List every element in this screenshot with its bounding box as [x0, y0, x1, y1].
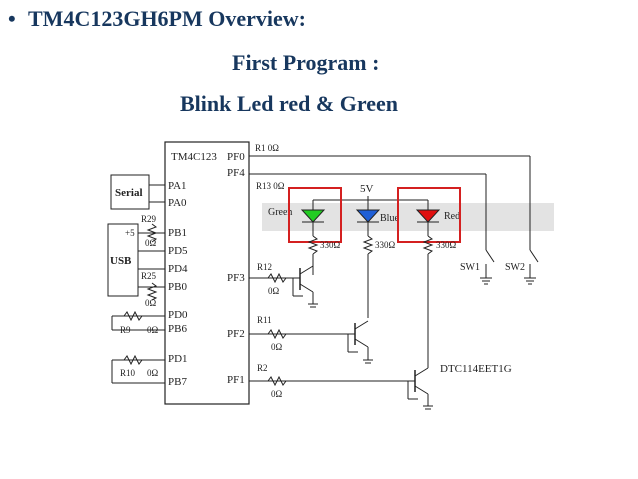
r11-label: R11 [257, 315, 272, 325]
transistor-q2 [347, 320, 373, 364]
sw2-switch [524, 249, 539, 285]
r9-value: 0Ω [147, 325, 159, 335]
transistor-q1 [292, 265, 318, 308]
transistor-part-label: DTC114EET1G [440, 363, 512, 375]
led-resistor-red-value: 330Ω [436, 240, 457, 250]
r25-resistor [146, 282, 158, 301]
usb-box [107, 223, 139, 297]
led-resistor-blue [362, 235, 374, 255]
sw1-switch [480, 249, 495, 285]
subtitle-first-program: First Program : [232, 50, 380, 75]
r9-resistor [123, 310, 143, 322]
slide-heading: • TM4C123GH6PM Overview: [8, 6, 306, 32]
pin-pf1: PF1 [227, 374, 245, 386]
r12-label: R12 [257, 262, 272, 272]
pin-pb0: PB0 [168, 281, 187, 293]
pin-pa1: PA1 [168, 180, 187, 192]
r29-label: R29 [141, 214, 157, 224]
left-pin-labels: PA1 PA0 PB1 PD5 PD4 PB0 PD0 PB6 PD1 PB7 [168, 180, 188, 388]
green-led [300, 209, 326, 223]
pin-pd4: PD4 [168, 263, 188, 275]
pin-pb7: PB7 [168, 376, 187, 388]
led-band [262, 203, 554, 231]
mcu-chip [164, 141, 250, 405]
r2-label: R2 [257, 363, 268, 373]
red-led-label: Red [444, 211, 460, 222]
red-led [415, 209, 441, 223]
transistor-q3 [407, 367, 433, 410]
r9-label: R9 [120, 325, 131, 335]
r2-resistor [267, 375, 287, 387]
r25-value: 0Ω [145, 298, 157, 308]
supply-5v: 5V [360, 183, 374, 195]
sw1-label: SW1 [460, 262, 480, 273]
r10-value: 0Ω [147, 368, 159, 378]
pin-pd5: PD5 [168, 245, 188, 257]
r29-value: 0Ω [145, 238, 157, 248]
serial-label: Serial [115, 187, 143, 199]
usb-label: USB [110, 255, 132, 267]
usb-plus5: +5 [125, 228, 135, 238]
pin-pd0: PD0 [168, 309, 188, 321]
r12-resistor [267, 272, 287, 284]
led-resistor-blue-value: 330Ω [375, 240, 396, 250]
blue-led-label: Blue [380, 213, 399, 224]
r11-value: 0Ω [271, 342, 283, 352]
heading-text: TM4C123GH6PM Overview: [28, 6, 306, 31]
pin-pf0: PF0 [227, 151, 245, 163]
pin-pf4: PF4 [227, 167, 245, 179]
pin-pa0: PA0 [168, 197, 187, 209]
r1-label: R1 0Ω [255, 143, 279, 153]
r2-value: 0Ω [271, 389, 283, 399]
bullet-glyph: • [8, 6, 16, 31]
led-resistor-green [307, 235, 319, 255]
r10-label: R10 [120, 368, 136, 378]
highlight-red-led [397, 187, 461, 243]
green-led-label: Green [268, 207, 292, 218]
pin-pf3: PF3 [227, 272, 245, 284]
serial-box [110, 174, 150, 210]
r29-resistor [146, 223, 158, 243]
r12-value: 0Ω [268, 286, 280, 296]
pin-pb1: PB1 [168, 227, 187, 239]
r25-label: R25 [141, 271, 157, 281]
mcu-chip-label: TM4C123 [171, 151, 217, 163]
sw2-label: SW2 [505, 262, 525, 273]
pin-pb6: PB6 [168, 323, 187, 335]
r11-resistor [267, 328, 287, 340]
blue-led [355, 209, 381, 223]
led-resistor-green-value: 330Ω [320, 240, 341, 250]
led-resistor-red [422, 235, 434, 255]
subtitle-blink-led: Blink Led red & Green [180, 91, 398, 116]
highlight-green-led [288, 187, 342, 243]
r10-resistor [123, 354, 143, 366]
pin-pd1: PD1 [168, 353, 188, 365]
r13-label: R13 0Ω [256, 181, 285, 191]
pin-pf2: PF2 [227, 328, 245, 340]
right-pin-labels: PF0 PF4 PF3 PF2 PF1 [227, 151, 245, 386]
